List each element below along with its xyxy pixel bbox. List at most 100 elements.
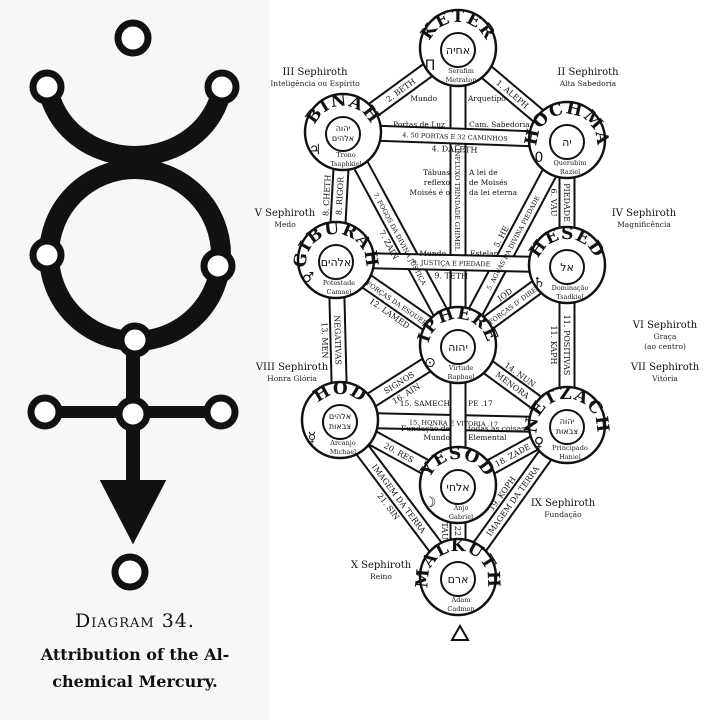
annotation-text: todas as coisas bbox=[468, 424, 525, 433]
angel-label: Metraton bbox=[446, 76, 477, 84]
annotation-text: Tábuas bbox=[423, 168, 450, 177]
planet-symbol-icon: ☽ bbox=[424, 495, 437, 511]
path-label: 6. VAU bbox=[549, 189, 558, 217]
planet-symbol-icon: ⊙ bbox=[424, 355, 436, 371]
sephiroth-quality: Inteligência ou Espírito bbox=[270, 79, 360, 88]
annotation-text: Mundo bbox=[410, 94, 437, 103]
angel-label: Trono bbox=[336, 151, 356, 159]
path-label: 8. RIGOR bbox=[334, 176, 345, 216]
annotation-text: Mundo bbox=[419, 249, 446, 258]
planet-symbol-icon: ☿ bbox=[308, 430, 317, 446]
sephiroth-quality: Medo bbox=[274, 220, 296, 229]
triangle-icon bbox=[450, 623, 470, 641]
angel-label: Principado bbox=[552, 444, 588, 452]
sephiroth-ordinal-title: IV Sephiroth bbox=[612, 208, 677, 219]
path-label: TAU bbox=[440, 522, 449, 540]
annotation-text: Elemental bbox=[468, 433, 507, 442]
mercury-diagram-panel: Diagram 34. Attribution of the Al- chemi… bbox=[0, 0, 270, 720]
sephira-inner-circle bbox=[325, 116, 361, 152]
sephira-inner-circle bbox=[549, 124, 585, 160]
hebrew-name: ארם bbox=[448, 573, 469, 586]
sephira-inner-circle bbox=[549, 409, 585, 445]
sephiroth-quality: Vitória bbox=[651, 374, 678, 383]
angel-label: Potestade bbox=[323, 279, 355, 287]
hebrew-name: צבאות bbox=[556, 427, 578, 436]
sephiroth-ordinal-title: IX Sephiroth bbox=[531, 498, 596, 509]
annotation-text: Estelar bbox=[470, 249, 498, 258]
hebrew-name: אלהים bbox=[321, 256, 352, 269]
angel-label: Tsaphkiel bbox=[330, 160, 361, 168]
path-label: 3 INFLUXO TRINDADE GHIMEL bbox=[453, 142, 461, 252]
angel-label: Virtude bbox=[448, 364, 474, 372]
sephira-inner-circle bbox=[322, 404, 358, 440]
path-label: PIEDADE bbox=[562, 183, 571, 222]
annotation-text: 15. SAMECH bbox=[400, 399, 451, 408]
angel-label: Adam bbox=[451, 596, 471, 604]
path-label: 9. JUSTIÇA E PIEDADE bbox=[412, 259, 490, 269]
angel-label: Raziel bbox=[560, 168, 580, 176]
hebrew-name: אלהים bbox=[332, 134, 354, 143]
annotation-text: Mundo bbox=[423, 433, 450, 442]
sephiroth-quality: (ao centro) bbox=[644, 342, 686, 351]
sephiroth-quality: Alta Sabedoria bbox=[559, 79, 617, 88]
angel-label: Raphael bbox=[447, 373, 474, 381]
path-label: NEGATIVAS bbox=[332, 315, 342, 365]
annotation-text: Cam. Sabedoria bbox=[469, 120, 530, 129]
annotation-text: da lei eterna bbox=[469, 188, 518, 197]
sephiroth-ordinal-title: VIII Sephiroth bbox=[255, 362, 329, 373]
angel-label: Cadmon bbox=[447, 605, 474, 613]
annotation-text: Arquetípo bbox=[467, 94, 506, 103]
path-label: 11. POSITIVAS bbox=[562, 315, 571, 376]
sephira-inner-circle bbox=[440, 561, 476, 597]
hebrew-name: אלחי bbox=[446, 481, 469, 494]
annotation-text: A lei de bbox=[468, 168, 498, 177]
angel-label: Anjo bbox=[453, 504, 469, 512]
annotation-text: Portas de Luz bbox=[393, 120, 445, 129]
angel-label: Camael bbox=[327, 288, 352, 296]
planet-symbol-icon: ♀ bbox=[534, 435, 544, 451]
sephiroth-ordinal-title: VII Sephiroth bbox=[630, 362, 700, 373]
annotation-text: de Moisés bbox=[469, 178, 508, 187]
sephiroth-ordinal-title: III Sephiroth bbox=[282, 67, 348, 78]
planet-symbol-icon: ♄ bbox=[533, 275, 546, 291]
sephiroth-ordinal-title: V Sephiroth bbox=[254, 208, 316, 219]
hebrew-name: יהוה bbox=[560, 417, 575, 426]
angel-label: Arcanjo bbox=[329, 439, 356, 447]
path-label: 4. 50 PORTAS E 32 CAMINHOS bbox=[402, 131, 508, 143]
sephira-inner-circle bbox=[318, 244, 354, 280]
sephiroth-quality: Magnificência bbox=[617, 220, 671, 229]
angel-label: Michael bbox=[330, 448, 356, 456]
angel-label: Serafim bbox=[448, 67, 474, 75]
diagram-caption-line-2: chemical Mercury. bbox=[52, 672, 218, 691]
angel-label: Tsadkiel bbox=[556, 293, 583, 301]
path-label: 8. CHETH bbox=[321, 174, 332, 216]
hebrew-name: יהוה bbox=[336, 124, 351, 133]
sephira-inner-circle bbox=[440, 32, 476, 68]
sephiroth-ordinal-title: X Sephiroth bbox=[351, 560, 412, 571]
annotation-text: Moisés é o bbox=[410, 188, 451, 197]
sephiroth-ordinal-title: VI Sephiroth bbox=[632, 320, 698, 331]
angel-label: Querubim bbox=[553, 159, 586, 167]
sephira-inner-circle bbox=[440, 469, 476, 505]
diagram-caption-line-1: Attribution of the Al- bbox=[40, 645, 230, 664]
angel-label: Dominação bbox=[552, 284, 589, 292]
annotation-text: PE .17 bbox=[468, 399, 493, 408]
path-label: 9. TETH bbox=[434, 271, 468, 281]
sephiroth-quality: Graça bbox=[654, 332, 677, 341]
hebrew-name: יהוה bbox=[448, 341, 468, 354]
hebrew-name: צבאות bbox=[329, 422, 351, 431]
sephiroth-quality: Honra Glória bbox=[267, 374, 317, 383]
path-label: 15. HONRA E VITORIA .17 bbox=[409, 419, 498, 429]
path-label: 7. FOGOS DA DIVINA JUSTIÇA bbox=[371, 191, 427, 286]
annotation-text: reflexo bbox=[424, 178, 451, 187]
planet-symbol-icon: ♃ bbox=[309, 142, 322, 158]
path-label: 22 bbox=[453, 526, 462, 536]
diagram-caption-title: Diagram 34. bbox=[75, 610, 195, 632]
